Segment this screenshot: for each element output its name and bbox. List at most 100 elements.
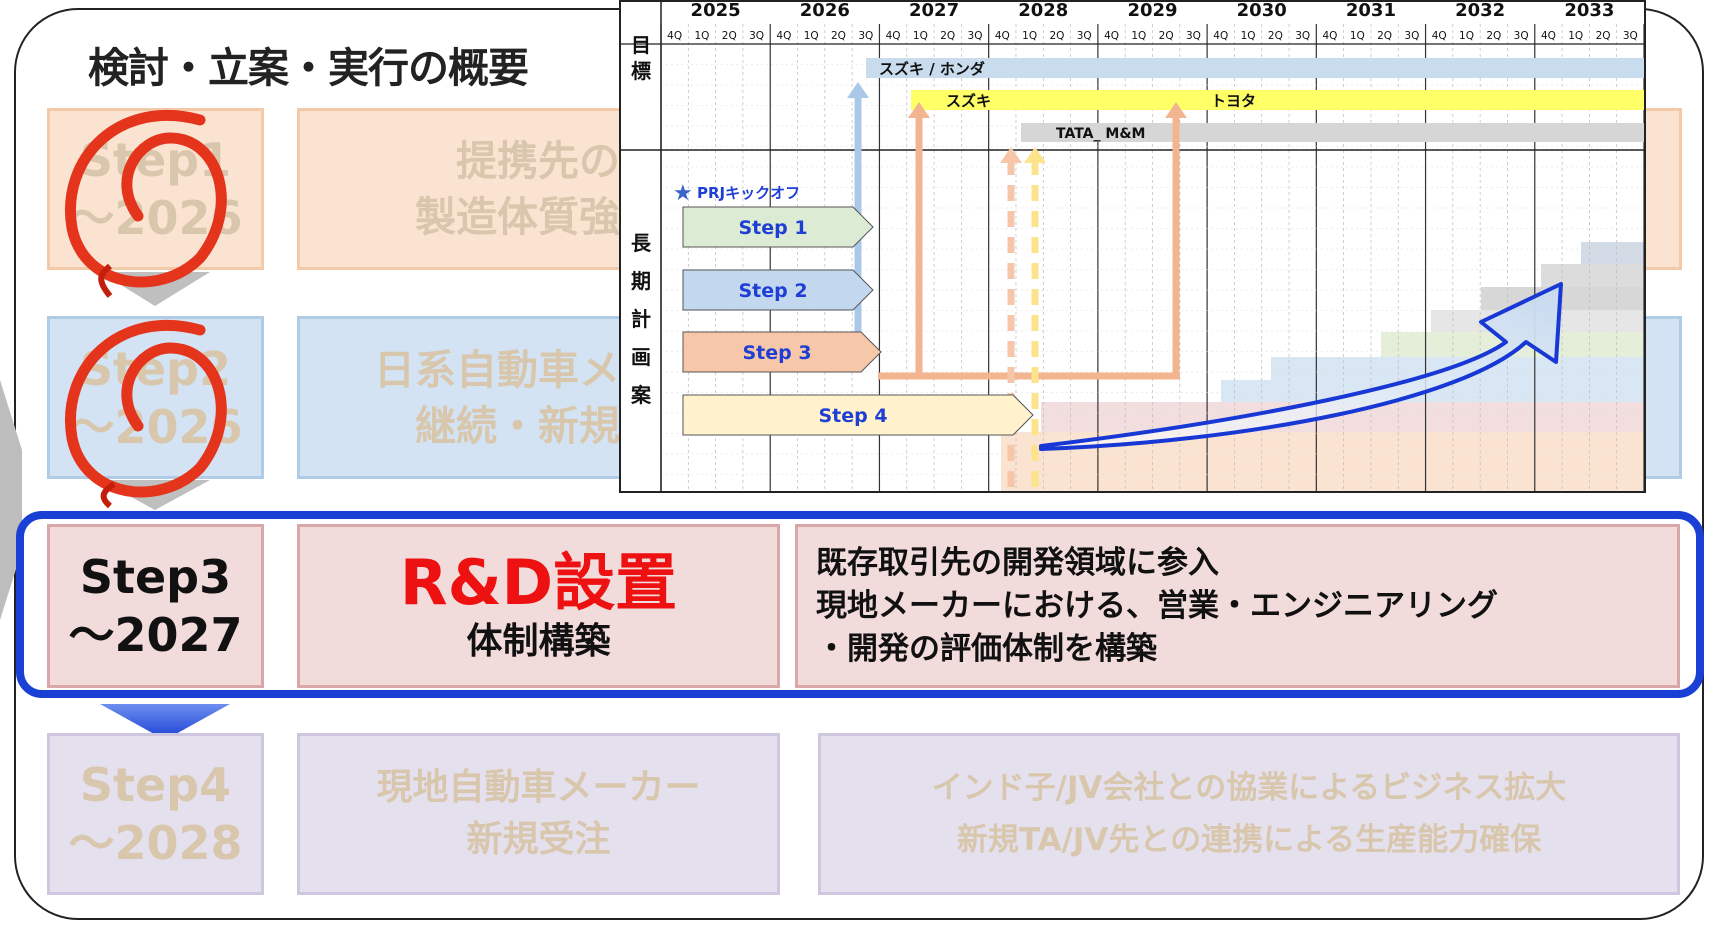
quarter-label: 1Q	[1131, 30, 1146, 42]
quarter-label: 4Q	[886, 30, 901, 42]
goal-bar-suzuki-honda-label: スズキ / ホンダ	[879, 60, 985, 78]
step3-desc-line2: 現地メーカーにおける、営業・エンジニアリング	[816, 587, 1498, 624]
quarter-label: 1Q	[1241, 30, 1256, 42]
quarter-label: 4Q	[776, 30, 791, 42]
goal-bar-suzuki-label: スズキ	[946, 92, 991, 110]
step1-title-box: 提携先の 製造体質強	[297, 108, 627, 270]
arrow-dashed-yellow-head	[1024, 147, 1046, 163]
growth-arrow	[1039, 282, 1563, 451]
goal-bar-suzuki-honda	[866, 58, 1644, 78]
arrow-step3-to-suzuki-head	[908, 102, 930, 118]
down-arrow-3	[100, 704, 230, 740]
year-label: 2029	[1127, 2, 1177, 21]
step3-highlight-frame	[16, 511, 1704, 698]
arrow-step2-to-goal-head	[847, 82, 869, 98]
quarter-label: 3Q	[1077, 30, 1092, 42]
quarter-label: 1Q	[1568, 30, 1583, 42]
quarter-label: 3Q	[749, 30, 764, 42]
quarter-label: 2Q	[1159, 30, 1174, 42]
step3-desc-line3: ・開発の評価体制を構築	[816, 630, 1157, 667]
step3-label-box: Step3 ～2027	[47, 524, 264, 688]
step3-label: Step3	[79, 550, 232, 604]
quarter-label: 4Q	[1432, 30, 1447, 42]
quarter-label: 4Q	[667, 30, 682, 42]
goal-section-char: 標	[631, 59, 651, 83]
plan-step-4	[682, 394, 1034, 436]
step1-title-line2: 製造体質強	[415, 193, 620, 241]
goal-bar-tata-mm-label: TATA_ M&M	[1056, 126, 1145, 142]
quarter-label: 1Q	[913, 30, 928, 42]
step4-title-box: 現地自動車メーカー 新規受注	[297, 733, 780, 895]
plan-step-1	[682, 206, 874, 248]
step1-title-line1: 提携先の	[456, 137, 620, 185]
step3-desc-line1: 既存取引先の開発領域に参入	[816, 544, 1219, 581]
quarter-label: 1Q	[1022, 30, 1037, 42]
quarter-label: 4Q	[1323, 30, 1338, 42]
year-label: 2025	[691, 2, 741, 21]
quarter-label: 1Q	[694, 30, 709, 42]
plan-step-label-3: Step 3	[742, 342, 811, 364]
step2-title-line1: 日系自動車メ	[374, 345, 620, 394]
quarter-label: 3Q	[968, 30, 983, 42]
goal-section-char: 目	[631, 33, 651, 57]
step3-title-box: R&D設置 体制構築	[297, 524, 780, 688]
quarter-label: 3Q	[1404, 30, 1419, 42]
goal-bar-suzuki-honda-cap	[866, 58, 881, 78]
step4-title-line2: 新規受注	[466, 819, 611, 860]
quarter-label: 2Q	[1486, 30, 1501, 42]
plan-step-3	[682, 331, 882, 373]
year-label: 2033	[1564, 2, 1614, 21]
background-block-8	[1581, 242, 1644, 264]
background-block-7	[1541, 264, 1644, 287]
plan-section-char: 期	[631, 269, 651, 293]
plan-section-char: 長	[631, 231, 652, 255]
step2-title-line2: 継続・新規	[415, 401, 620, 450]
step4-label-box: Step4 ～2028	[47, 733, 264, 895]
step4-title-line1: 現地自動車メーカー	[376, 767, 701, 808]
step4-desc-line1: インド子/JV会社との協業によるビジネス拡大	[931, 770, 1567, 806]
year-label: 2032	[1455, 2, 1505, 21]
plan-step-label-1: Step 1	[738, 217, 807, 239]
page-title: 検討・立案・実行の概要	[88, 44, 529, 92]
quarter-label: 2Q	[1268, 30, 1283, 42]
quarter-label: 1Q	[804, 30, 819, 42]
plan-step-label-4: Step 4	[818, 405, 887, 427]
step1-label-box: Step1 ～2026	[47, 108, 264, 270]
step3-desc-box: 既存取引先の開発領域に参入 現地メーカーにおける、営業・エンジニアリング ・開発…	[795, 524, 1680, 688]
step4-label: Step4	[79, 758, 232, 812]
quarter-label: 2Q	[940, 30, 955, 42]
quarter-label: 3Q	[1623, 30, 1638, 42]
plan-section-char: 計	[631, 307, 651, 331]
quarter-label: 1Q	[1350, 30, 1365, 42]
quarter-label: 2Q	[1377, 30, 1392, 42]
plan-section-char: 案	[630, 383, 652, 407]
kickoff-star-icon: ★	[673, 181, 693, 206]
goal-bar-toyota-label: トヨタ	[1211, 92, 1256, 110]
quarter-label: 2Q	[831, 30, 846, 42]
step4-desc-box: インド子/JV会社との協業によるビジネス拡大 新規TA/JV先との連携による生産…	[818, 733, 1680, 895]
quarter-label: 4Q	[1213, 30, 1228, 42]
plan-section-char: 画	[631, 345, 651, 369]
quarter-label: 3Q	[858, 30, 873, 42]
step3-date: ～2027	[68, 608, 243, 662]
quarter-label: 4Q	[1104, 30, 1119, 42]
quarter-label: 2Q	[1049, 30, 1064, 42]
quarter-label: 4Q	[995, 30, 1010, 42]
arrow-step3-to-toyota-head	[1165, 102, 1187, 118]
step2-title-box: 日系自動車メ 継続・新規	[297, 316, 627, 479]
plan-step-2	[682, 269, 874, 311]
year-label: 2030	[1237, 2, 1287, 21]
quarter-label: 4Q	[1541, 30, 1556, 42]
goal-bar-suzuki-toyota	[911, 90, 1644, 110]
rd-title: R&D設置	[399, 546, 678, 619]
quarter-label: 2Q	[1596, 30, 1611, 42]
kickoff-label: PRJキックオフ	[697, 184, 800, 202]
year-label: 2028	[1018, 2, 1068, 21]
step4-date: ～2028	[68, 816, 243, 870]
plan-step-label-2: Step 2	[738, 280, 807, 302]
year-label: 2031	[1346, 2, 1396, 21]
quarter-label: 2Q	[722, 30, 737, 42]
quarter-label: 1Q	[1459, 30, 1474, 42]
